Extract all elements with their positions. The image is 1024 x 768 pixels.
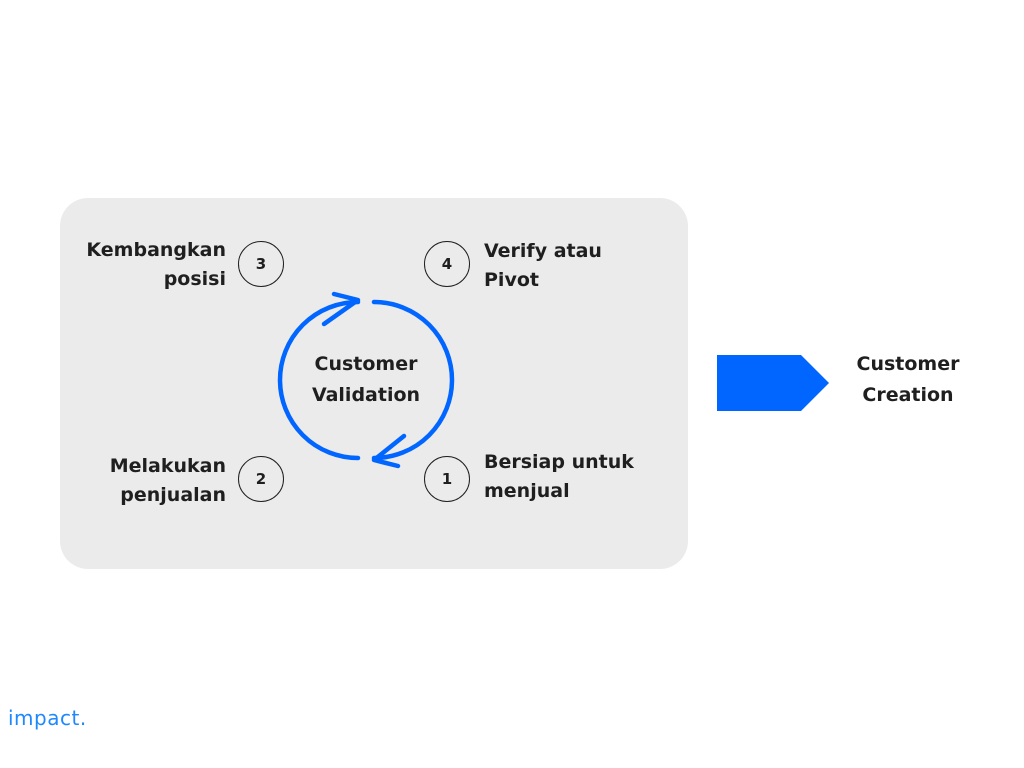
pentagon-arrow-right-icon bbox=[717, 355, 829, 411]
step-2-label: Melakukan penjualan bbox=[60, 452, 226, 510]
cycle-arc-right bbox=[371, 299, 455, 461]
step-1-label-line-2: menjual bbox=[484, 480, 570, 502]
step-4-number-circle: 4 bbox=[424, 241, 470, 287]
step-1-number-circle: 1 bbox=[424, 456, 470, 502]
customer-validation-panel bbox=[60, 198, 688, 569]
step-2-number: 2 bbox=[255, 470, 267, 488]
next-stage-line-1: Customer bbox=[856, 353, 960, 375]
step-2-label-line-2: penjualan bbox=[120, 484, 226, 506]
cycle-title: Customer Validation bbox=[296, 349, 436, 411]
step-3-number: 3 bbox=[255, 255, 267, 273]
step-1-label-line-1: Bersiap untuk bbox=[484, 451, 634, 473]
cycle-arrowhead-bottom bbox=[371, 433, 407, 469]
step-3-label-line-1: Kembangkan bbox=[86, 239, 226, 261]
step-1-number: 1 bbox=[441, 470, 453, 488]
step-3-label-line-2: posisi bbox=[163, 268, 226, 290]
cycle-title-line-2: Validation bbox=[311, 384, 421, 406]
next-stage-line-2: Creation bbox=[862, 384, 954, 406]
next-stage-label: Customer Creation bbox=[840, 349, 976, 411]
step-2-number-circle: 2 bbox=[238, 456, 284, 502]
cycle-arc-left bbox=[277, 299, 361, 461]
step-3-number-circle: 3 bbox=[238, 241, 284, 287]
step-3-label: Kembangkan posisi bbox=[60, 236, 226, 294]
step-1-label: Bersiap untuk menjual bbox=[484, 448, 634, 506]
step-2-label-line-1: Melakukan bbox=[109, 455, 226, 477]
impact-logo: impact. bbox=[8, 706, 87, 730]
cycle-arrowhead-top bbox=[321, 291, 361, 327]
circular-arrows-icon bbox=[277, 291, 455, 469]
step-4-label: Verify atau Pivot bbox=[484, 237, 602, 295]
step-4-label-line-2: Pivot bbox=[484, 269, 539, 291]
cycle-title-line-1: Customer bbox=[314, 353, 418, 375]
step-4-label-line-1: Verify atau bbox=[484, 240, 602, 262]
step-4-number: 4 bbox=[441, 255, 453, 273]
